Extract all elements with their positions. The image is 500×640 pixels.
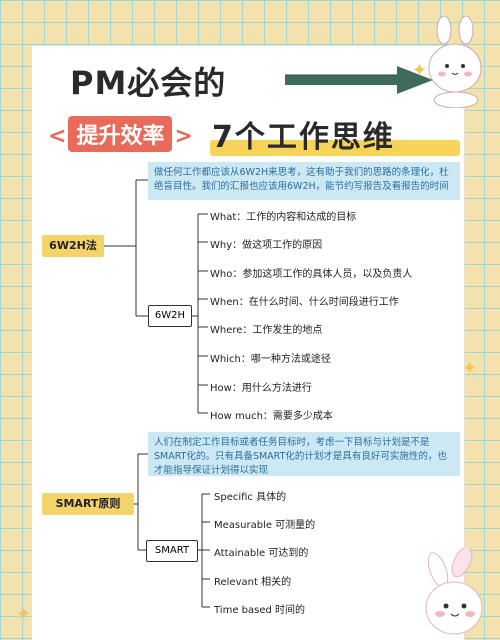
list-item-which: Which：哪一种方法或途径 xyxy=(210,354,331,365)
list-item-who: Who：参加这项工作的具体人员，以及负责人 xyxy=(210,269,413,280)
badge-text: 提升效率 xyxy=(68,116,173,152)
section-smart-description: 人们在制定工作目标或者任务目标时，考虑一下目标与计划是不是SMART化的。只有具… xyxy=(148,432,460,476)
node-6w2h: 6W2H xyxy=(148,305,192,327)
list-item-when: When：在什么时间、什么时间段进行工作 xyxy=(210,297,399,308)
page-title-line1: PM必会的 xyxy=(70,64,227,102)
list-item-how-much: How much：需要多少成本 xyxy=(210,411,333,422)
badge-bracket-left: < xyxy=(48,124,67,149)
list-item-time-based: Time based 时间的 xyxy=(214,605,306,616)
page-title-line2: 7个工作思维 xyxy=(212,120,395,155)
sparkle-icon: ✦ xyxy=(412,60,428,81)
section-6w2h-label: 6W2H法 xyxy=(42,235,104,257)
section-smart-label: SMART原则 xyxy=(42,493,134,515)
section-6w2h-description: 做任何工作都应该从6W2H来思考，这有助于我们的思路的条理化，杜绝盲目性。我们的… xyxy=(148,162,460,200)
highlight-badge: <提升效率> xyxy=(48,116,193,152)
list-item-what: What：工作的内容和达成的目标 xyxy=(210,212,357,223)
sparkle-icon: ✦ xyxy=(462,358,478,379)
arrow-right-icon xyxy=(285,66,433,94)
badge-bracket-right: > xyxy=(174,124,193,149)
list-item-how: How：用什么方法进行 xyxy=(210,383,312,394)
list-item-measurable: Measurable 可测量的 xyxy=(214,520,316,531)
sparkle-icon: ✦ xyxy=(16,604,32,625)
title-highlight-bar xyxy=(210,140,460,156)
bunny-bottom-icon xyxy=(425,548,483,635)
list-item-specific: Specific 具体的 xyxy=(214,492,287,503)
list-item-where: Where：工作发生的地点 xyxy=(210,325,323,336)
list-item-attainable: Attainable 可达到的 xyxy=(214,548,309,559)
node-smart: SMART xyxy=(146,540,198,562)
list-item-why: Why：做这项工作的原因 xyxy=(210,240,323,251)
list-item-relevant: Relevant 相关的 xyxy=(214,577,292,588)
bunny-top-icon xyxy=(428,16,482,108)
